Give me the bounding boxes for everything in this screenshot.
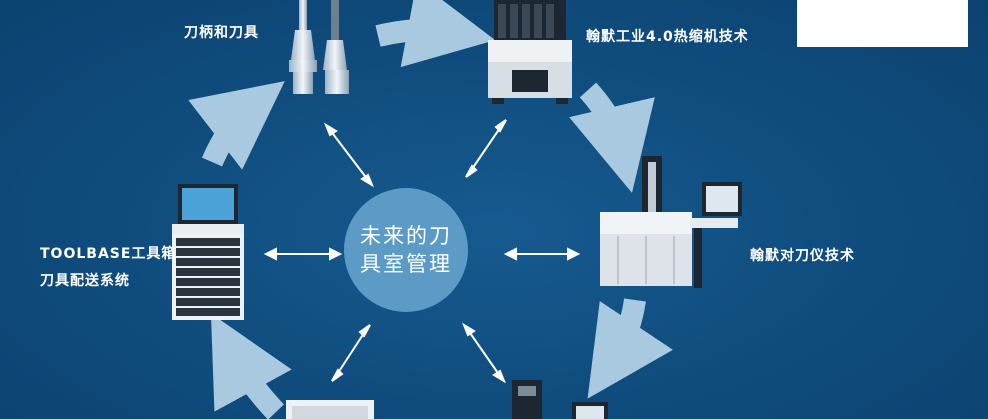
link-arrow-right	[503, 247, 581, 261]
label-toolbase-line1: TOOLBASE工具箱	[40, 246, 177, 262]
link-arrow-left	[263, 247, 343, 261]
center-title-line2: 具室管理	[360, 252, 452, 276]
flow-arrow-right-upper	[569, 82, 655, 193]
label-shrink-fit: 翰默工业4.0热缩机技术	[586, 29, 749, 45]
tool-holder-image	[289, 0, 349, 94]
link-arrow-lower-right	[461, 322, 507, 384]
flow-arrow-right-lower	[587, 298, 674, 399]
bottom-right-device-image	[512, 380, 608, 419]
label-presetter: 翰默对刀仪技术	[750, 248, 855, 264]
label-tool-holder: 刀柄和刀具	[184, 25, 259, 41]
label-toolbase-line2: 刀具配送系统	[40, 273, 130, 289]
center-title-line1: 未来的刀	[360, 224, 452, 248]
link-arrow-lower-left	[331, 324, 371, 382]
shrink-fit-machine-image	[488, 0, 572, 104]
center-circle: 未来的刀 具室管理	[344, 188, 468, 312]
bottom-left-device-image	[286, 400, 374, 419]
flow-arrow-left-upper	[188, 81, 285, 170]
flow-arrow-top	[375, 0, 496, 68]
link-arrow-upper-right	[465, 119, 507, 178]
presetter-image	[600, 156, 742, 288]
white-panel	[797, 0, 968, 47]
link-arrow-upper-left	[323, 122, 375, 188]
toolbase-cabinet-image	[172, 184, 244, 320]
flow-arrow-left-lower	[210, 313, 292, 419]
